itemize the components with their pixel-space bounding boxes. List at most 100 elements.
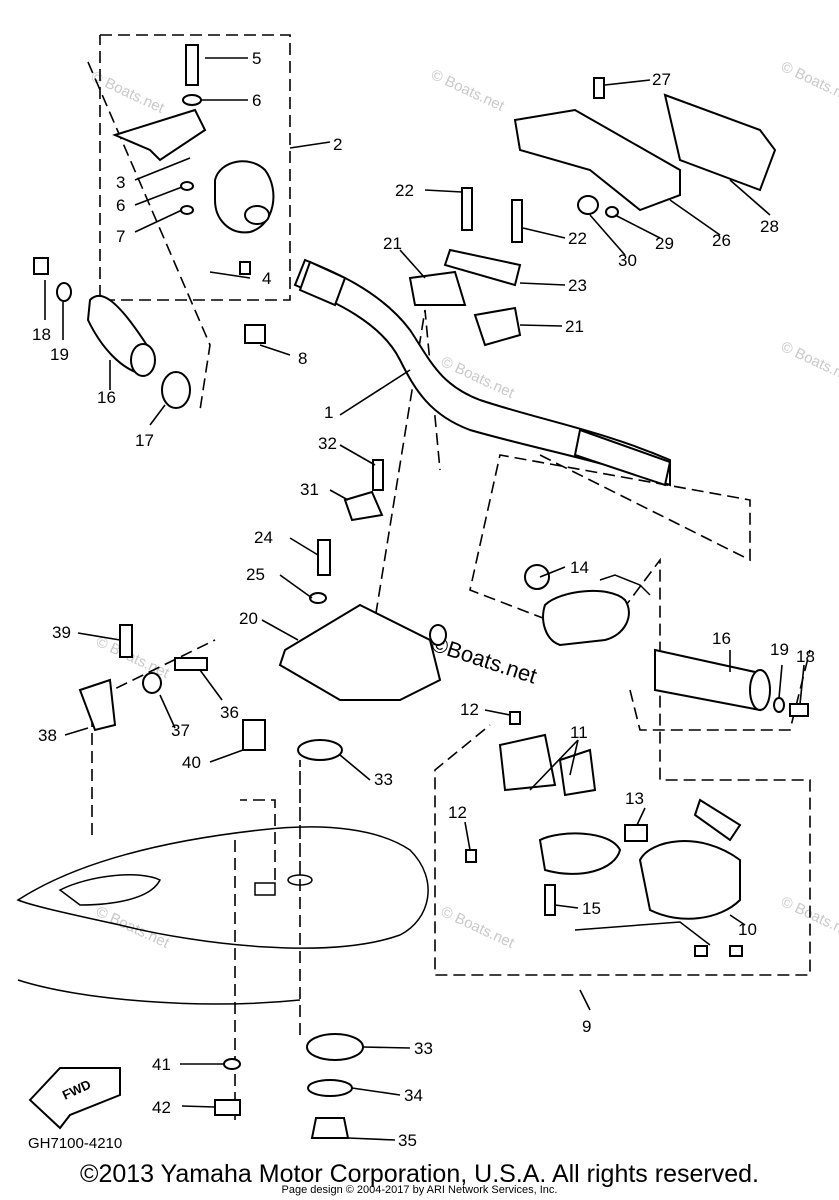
callout-41: 41 (152, 1055, 171, 1074)
rivet-39 (119, 624, 133, 658)
top-right-assembly (408, 77, 777, 347)
switch-assembly-box-right (434, 454, 811, 976)
callout-13: 13 (625, 789, 644, 808)
grip-end (130, 343, 156, 377)
washer-19b (773, 697, 785, 713)
callout-33: 33 (414, 1039, 433, 1058)
callout-11: 11 (570, 723, 588, 742)
grip-leader-left (87, 61, 211, 411)
deck-slot (254, 882, 276, 896)
clamp-31 (343, 490, 384, 522)
washer-25 (309, 592, 327, 604)
steering-column (278, 459, 447, 761)
callout-30: 30 (618, 251, 637, 270)
callout-34: 34 (404, 1086, 423, 1105)
screw-15 (544, 884, 556, 916)
handlebar-grip-knurl-right (573, 428, 672, 487)
grommet-33b (306, 1033, 364, 1061)
switch-body-right (542, 589, 630, 647)
callout-31: 31 (300, 480, 319, 499)
switch-cover-10 (638, 840, 741, 920)
lower-parts (214, 1033, 364, 1139)
connector-a (694, 945, 708, 957)
callout-10: 10 (738, 920, 757, 939)
watermark: © Boats.net (778, 58, 839, 107)
bracket-26 (513, 108, 681, 212)
steering-plate-20 (278, 603, 442, 701)
grip-leader-right (629, 649, 811, 731)
callout-12: 12 (448, 803, 467, 822)
right-grip (654, 648, 809, 717)
switch-assembly-box-left (99, 34, 291, 301)
callout-39: 39 (52, 623, 71, 642)
weight-17 (161, 371, 191, 409)
handlebar-grip-knurl-left (298, 260, 347, 307)
callout-18: 18 (796, 647, 815, 666)
callout-38: 38 (38, 726, 57, 745)
deck-recess (58, 874, 162, 906)
callouts: 5 6 2 3 6 7 4 8 18 19 16 17 1 27 28 26 2… (32, 49, 815, 1150)
callout-17: 17 (135, 431, 154, 450)
callout-12: 12 (460, 700, 479, 719)
handlebar (293, 258, 672, 487)
bar-leader (369, 309, 441, 651)
screw-12a (509, 711, 521, 725)
callout-32: 32 (318, 434, 337, 453)
nut-30 (577, 195, 599, 215)
callout-6: 6 (252, 91, 261, 110)
washer-6 (182, 94, 202, 106)
callout-22: 22 (395, 181, 414, 200)
copyright-notice: ©2013 Yamaha Motor Corporation, U.S.A. A… (80, 1160, 759, 1188)
bolt-8 (244, 324, 266, 344)
left-grip (33, 257, 191, 409)
callout-33: 33 (374, 770, 393, 789)
right-switch-assembly (465, 564, 743, 957)
callout-22: 22 (568, 229, 587, 248)
handlebar-tube (293, 258, 671, 487)
callout-24: 24 (254, 528, 273, 547)
watermark: © Boats.net (438, 903, 517, 952)
deck-edge (17, 979, 301, 1005)
bracket-38 (78, 678, 117, 732)
bolt-18b (789, 703, 809, 717)
switch-wire (599, 574, 651, 596)
callout-21: 21 (565, 317, 584, 336)
bolt-5 (185, 44, 199, 86)
screw-12b (465, 849, 477, 863)
bolt-22a (461, 187, 473, 231)
fitting-24 (317, 539, 331, 576)
harness-wire (574, 921, 711, 946)
page-design-credit: Page design © 2004-2017 by ARI Network S… (281, 1184, 558, 1196)
fwd-arrow: FWD (28, 1067, 121, 1130)
watermark: © Boats.net (778, 893, 839, 942)
clip-7 (180, 205, 194, 215)
callout-5: 5 (252, 49, 261, 68)
callout-19: 19 (770, 640, 789, 659)
washer-6b (180, 181, 194, 191)
switch-base (538, 832, 622, 875)
bolt-40 (242, 719, 266, 751)
callout-28: 28 (760, 217, 779, 236)
callout-26: 26 (712, 231, 731, 250)
nut-35 (310, 1117, 350, 1139)
nut-42 (214, 1099, 241, 1116)
callout-42: 42 (152, 1098, 171, 1117)
cap-14 (524, 564, 550, 590)
callout-7: 7 (116, 227, 125, 246)
plate-23 (443, 248, 522, 287)
screw-32 (372, 459, 384, 491)
callout-29: 29 (655, 234, 674, 253)
switch-11a (498, 733, 557, 792)
screw-27 (593, 77, 605, 99)
callout-35: 35 (398, 1131, 417, 1150)
callout-23: 23 (568, 276, 587, 295)
deck-outline (16, 826, 429, 949)
cover-28 (663, 93, 777, 192)
knob-13 (624, 824, 648, 842)
assembly-outlines (87, 34, 811, 1120)
watermark: © Boats.net (428, 66, 507, 115)
holder-21b (473, 306, 522, 347)
housing-bore (244, 205, 270, 225)
callout-6: 6 (116, 196, 125, 215)
